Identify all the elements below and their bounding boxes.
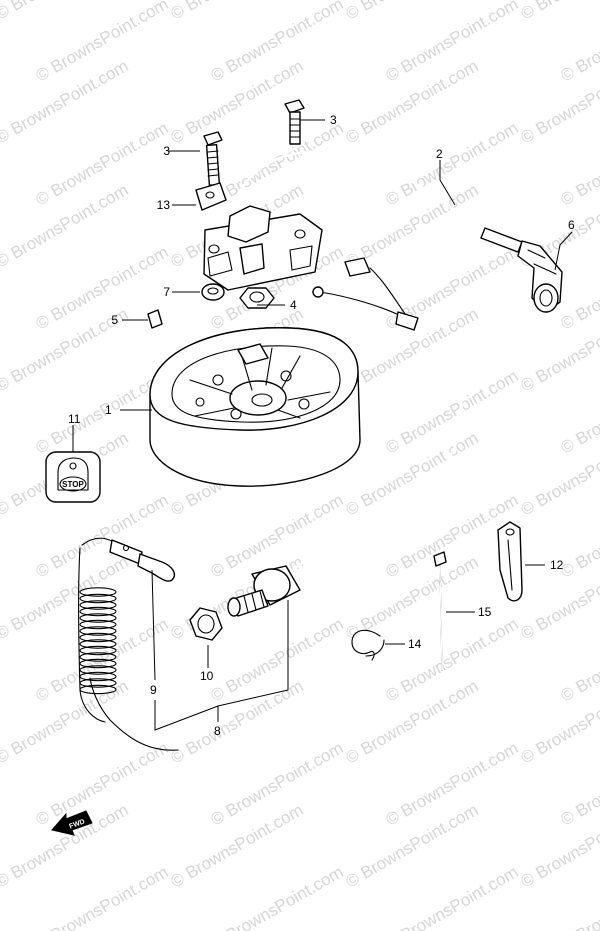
part-lanyard (77, 537, 179, 751)
callout-5: 5 (111, 313, 118, 327)
part-bolt-right (284, 99, 305, 145)
part-washer (201, 283, 225, 301)
callout-7: 7 (163, 285, 170, 299)
stop-plate-text: STOP (62, 480, 84, 489)
coil-loop (79, 593, 117, 604)
coil-loop (79, 652, 117, 662)
watermark-text: © BrownsPoint.com (558, 366, 600, 457)
callout-15: 15 (478, 605, 492, 619)
part-clip (497, 521, 523, 602)
coil-loop (79, 619, 117, 630)
watermark-text: © BrownsPoint.com (558, 614, 600, 705)
coil-loop (79, 600, 117, 610)
callout-3-right: 3 (330, 113, 337, 127)
callout-10: 10 (200, 669, 214, 683)
callout-11: 11 (68, 412, 81, 426)
part-nut (239, 287, 275, 309)
callout-9: 9 (150, 683, 157, 697)
callout-1: 1 (105, 403, 112, 417)
part-high-tension-cord (230, 150, 527, 253)
watermark-text: © BrownsPoint.com (208, 862, 347, 931)
coil-loop (79, 587, 117, 597)
watermark-text: © BrownsPoint.com (558, 118, 600, 209)
fwd-arrow-icon: FWD (51, 810, 93, 836)
callout-4: 4 (290, 298, 297, 312)
coil-loop (79, 658, 117, 669)
coil-loop (79, 626, 117, 636)
watermark-text: © BrownsPoint.com (558, 0, 600, 85)
callout-2: 2 (436, 147, 443, 161)
watermark-text: © BrownsPoint.com (168, 0, 307, 23)
coil-loop (79, 665, 117, 675)
watermark-text: © BrownsPoint.com (558, 490, 600, 581)
part-ring-nut (189, 607, 223, 641)
watermark-text: © BrownsPoint.com (558, 738, 600, 829)
coil-loop (79, 678, 117, 688)
part-key (147, 309, 163, 329)
coil-loop (79, 684, 117, 695)
watermark-text: © BrownsPoint.com (33, 862, 172, 931)
coil-loop (79, 606, 117, 617)
part-spark-plug-cap (517, 240, 563, 313)
coil-loop (79, 632, 117, 643)
callout-6: 6 (568, 218, 575, 232)
callout-3-left: 3 (163, 144, 170, 158)
coil-loop (79, 613, 117, 623)
coil-loop (79, 639, 117, 649)
watermark-text: © BrownsPoint.com (558, 242, 600, 333)
part-clip-ring (351, 629, 385, 661)
part-cable-tie (433, 551, 447, 671)
watermark-text: © BrownsPoint.com (518, 0, 600, 23)
coil-loop (79, 671, 117, 682)
callout-8: 8 (214, 724, 221, 738)
callout-12: 12 (550, 558, 564, 572)
lanyard-coil (79, 587, 117, 695)
part-stop-switch (227, 565, 301, 617)
watermark-text: © BrownsPoint.com (558, 862, 600, 931)
leader-lines (72, 119, 573, 731)
part-stop-switch-lead (288, 311, 464, 574)
part-clamp (195, 182, 227, 211)
coil-loop (79, 645, 117, 656)
part-ignition-coil (203, 205, 323, 291)
watermark-text: © BrownsPoint.com (343, 0, 482, 23)
part-stop-plate: STOP (45, 451, 101, 503)
part-bolt-left (203, 131, 223, 187)
part-flywheel (149, 327, 361, 487)
watermark-text: © BrownsPoint.com (383, 862, 522, 931)
callout-labels: 1 2 3 3 4 5 6 7 8 9 10 11 12 13 14 15 (68, 113, 575, 738)
watermark-text: © BrownsPoint.com (0, 0, 131, 23)
callout-13: 13 (157, 198, 171, 212)
callout-14: 14 (408, 637, 422, 651)
